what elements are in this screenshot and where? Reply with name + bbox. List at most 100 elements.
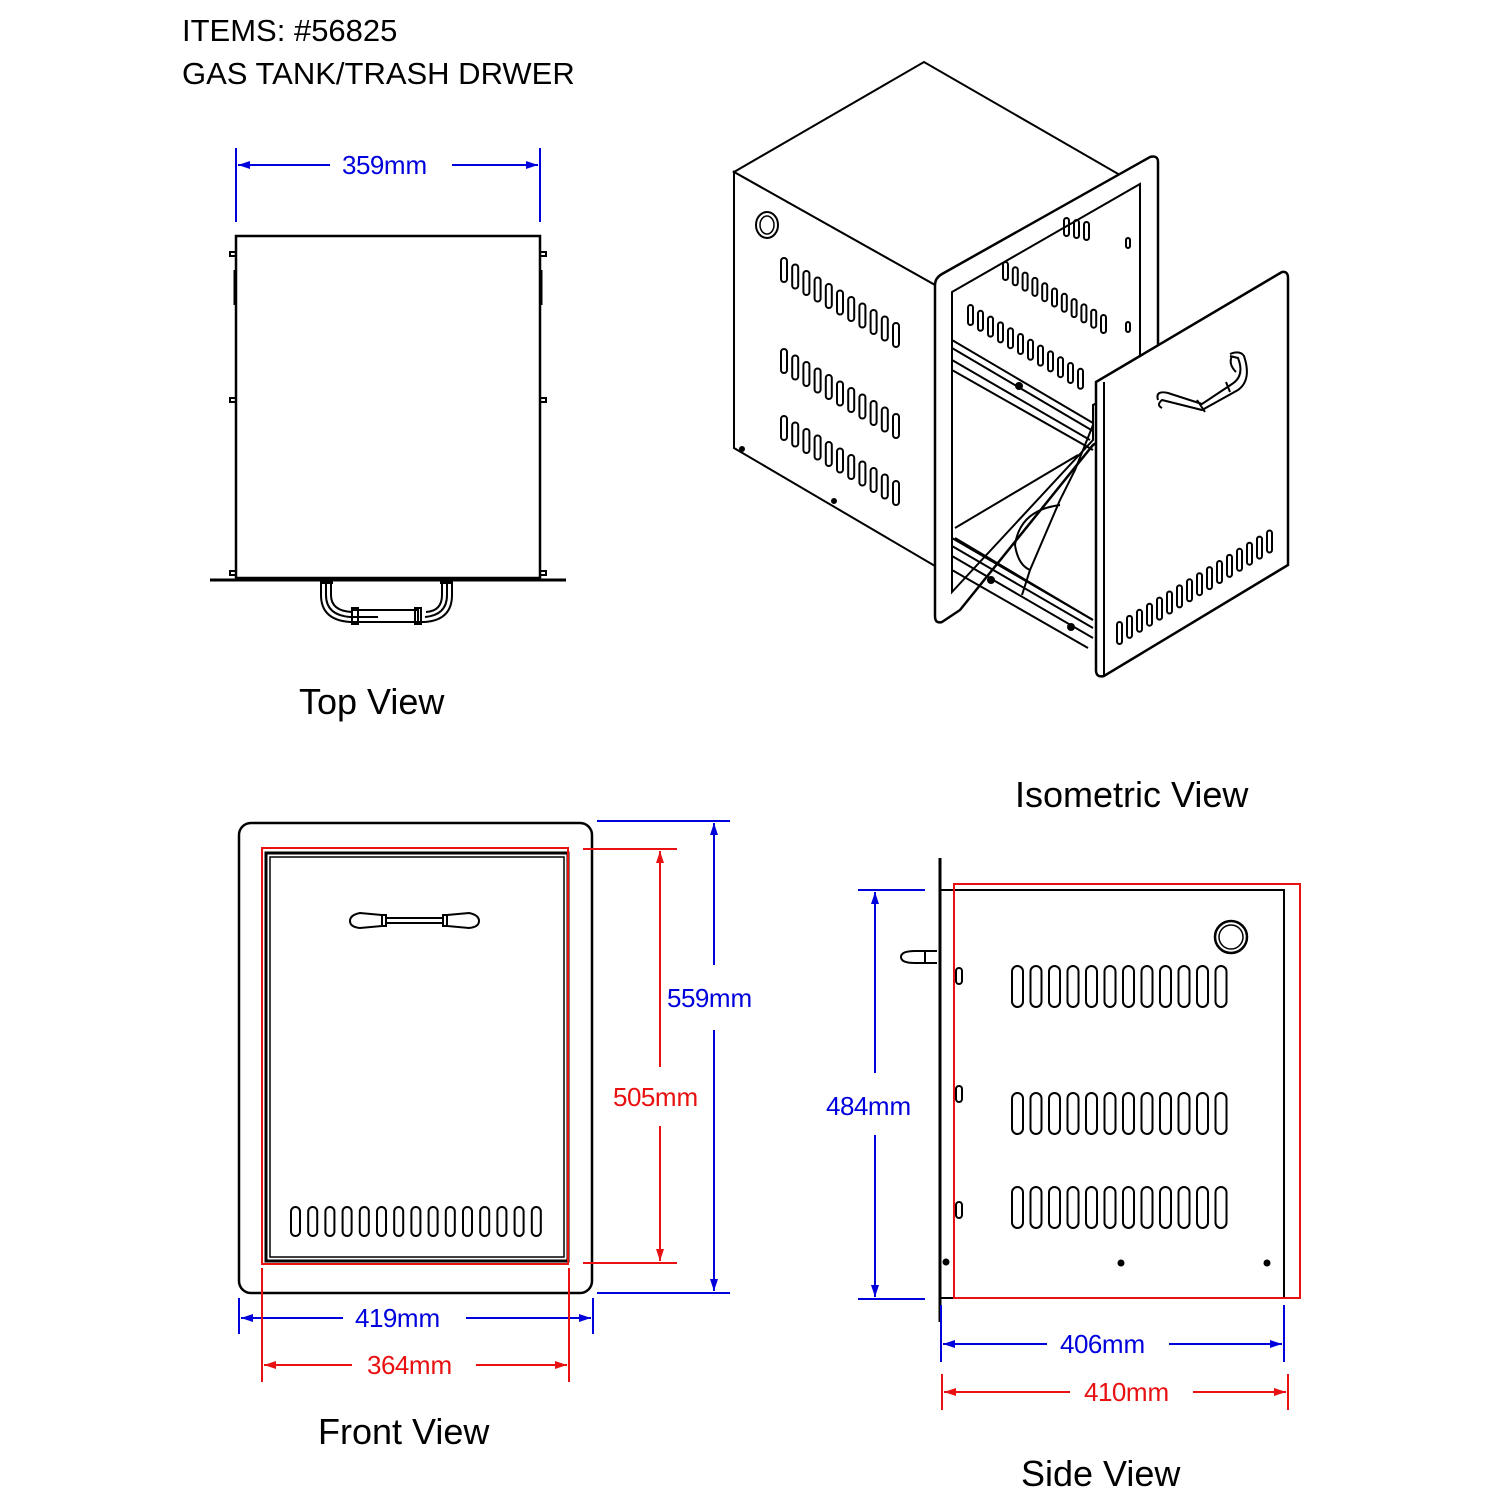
interior-vents [967,217,1107,390]
handle-icon [899,950,937,964]
vent-slot [847,296,856,322]
vent-slot [977,309,984,332]
item-number: ITEMS: #56825 [182,13,398,48]
vent-slot [1048,965,1061,1008]
vent-slot [1041,282,1049,303]
dimension-value: 406 [1060,1329,1102,1359]
vent-slot [892,322,900,348]
vent-slot [880,473,889,500]
vent-slot [780,415,788,441]
vent-slot [1048,1186,1061,1229]
front-door-vents [290,1206,542,1237]
vent-slot [1236,547,1243,572]
vent-slot [1066,1092,1080,1135]
vent-slot [1103,1186,1117,1229]
dimension-front-outer-width [238,1298,594,1334]
front-door-outer [264,851,570,1263]
vent-slot [1029,1092,1043,1135]
vent-slot [358,1206,370,1237]
side-outline-red [953,883,1301,1299]
vent-slot [780,348,788,374]
vent-slot [1085,965,1098,1008]
vent-slot [427,1206,439,1237]
handle-icon [320,580,453,625]
vent-slot [824,283,833,309]
cabinet-side-vents [780,257,900,506]
vent-slot [341,1206,353,1237]
vent-slot [1122,1092,1135,1135]
vent-slot [290,1206,301,1237]
isometric-view-label: Isometric View [1015,774,1249,815]
vent-slot [1070,298,1078,319]
dimension-front-cutout-width [261,1268,570,1382]
trash-bin-support [954,424,1094,621]
vent-slot [1037,344,1044,367]
vent-slot [1002,261,1009,281]
vent-slot [444,1206,456,1237]
vent-slot [1090,308,1098,329]
vent-slot [1073,219,1080,239]
side-vents [1011,965,1228,1229]
vent-slot [1256,535,1263,560]
vent-slot [1177,1092,1191,1135]
dimension-unit: mm [1101,1329,1146,1359]
dimension-side-depth [940,1305,1285,1362]
vent-slot [858,393,867,420]
mounting-tabs [229,251,547,576]
vent-slot [813,367,822,394]
vent-slot [1122,965,1135,1008]
vent-slot [1011,1092,1024,1135]
dimension-side-overall-depth [941,1374,1289,1410]
vent-slot [1266,529,1273,554]
vent-slot [892,480,900,506]
vent-slot [1066,965,1080,1008]
dimension-unit: mm [396,1303,441,1333]
dimension-value: 505 [613,1082,655,1112]
vent-slot [376,1206,387,1237]
dimension-label-side-depth: 406mm [1058,1329,1148,1359]
vent-slot [1196,572,1203,597]
isometric-view [731,60,1290,678]
vent-slot [1047,350,1054,373]
dimension-label-side-overall-depth: 410mm [1082,1379,1172,1405]
vent-slot [869,400,878,426]
vent-slot [513,1206,525,1237]
cutout-outline [261,847,569,1265]
vent-slot [1011,266,1019,287]
vent-slot [1080,303,1088,324]
dimension-value: 419 [355,1303,397,1333]
vent-slot [824,374,833,400]
vent-slot [892,413,900,439]
vent-slot [1196,1092,1209,1135]
vent-slot [836,380,844,407]
side-view-label: Side View [1021,1453,1181,1494]
dimension-side-height [858,889,925,1300]
vent-slot [791,354,800,381]
vent-slot [1136,608,1143,633]
vent-slot [496,1206,508,1237]
dimension-label-front-outer-height: 559mm [665,985,754,1011]
vent-slot [1051,287,1058,308]
vent-slot [1177,965,1191,1008]
front-door-inner [269,856,565,1258]
vent-slot [1176,584,1183,609]
vent-slot [1085,1186,1098,1229]
vent-slot [1140,965,1154,1008]
vent-slot [1140,1092,1154,1135]
vent-slot [1011,1186,1024,1229]
vent-slot [1140,1186,1154,1229]
vent-slot [1226,553,1233,578]
vent-slot [1007,327,1014,350]
vent-slot [1216,560,1223,584]
vent-slot [813,434,822,461]
handle-icon [348,911,481,930]
dimension-value: 559 [667,983,709,1013]
vent-slot [1063,217,1070,237]
vent-slot [836,447,844,474]
vent-slot [1100,314,1107,334]
vent-slot [1146,602,1153,627]
vent-slot [1017,333,1024,355]
product-name: GAS TANK/TRASH DRWER [182,56,575,91]
gas-line-hole-icon [755,211,779,239]
